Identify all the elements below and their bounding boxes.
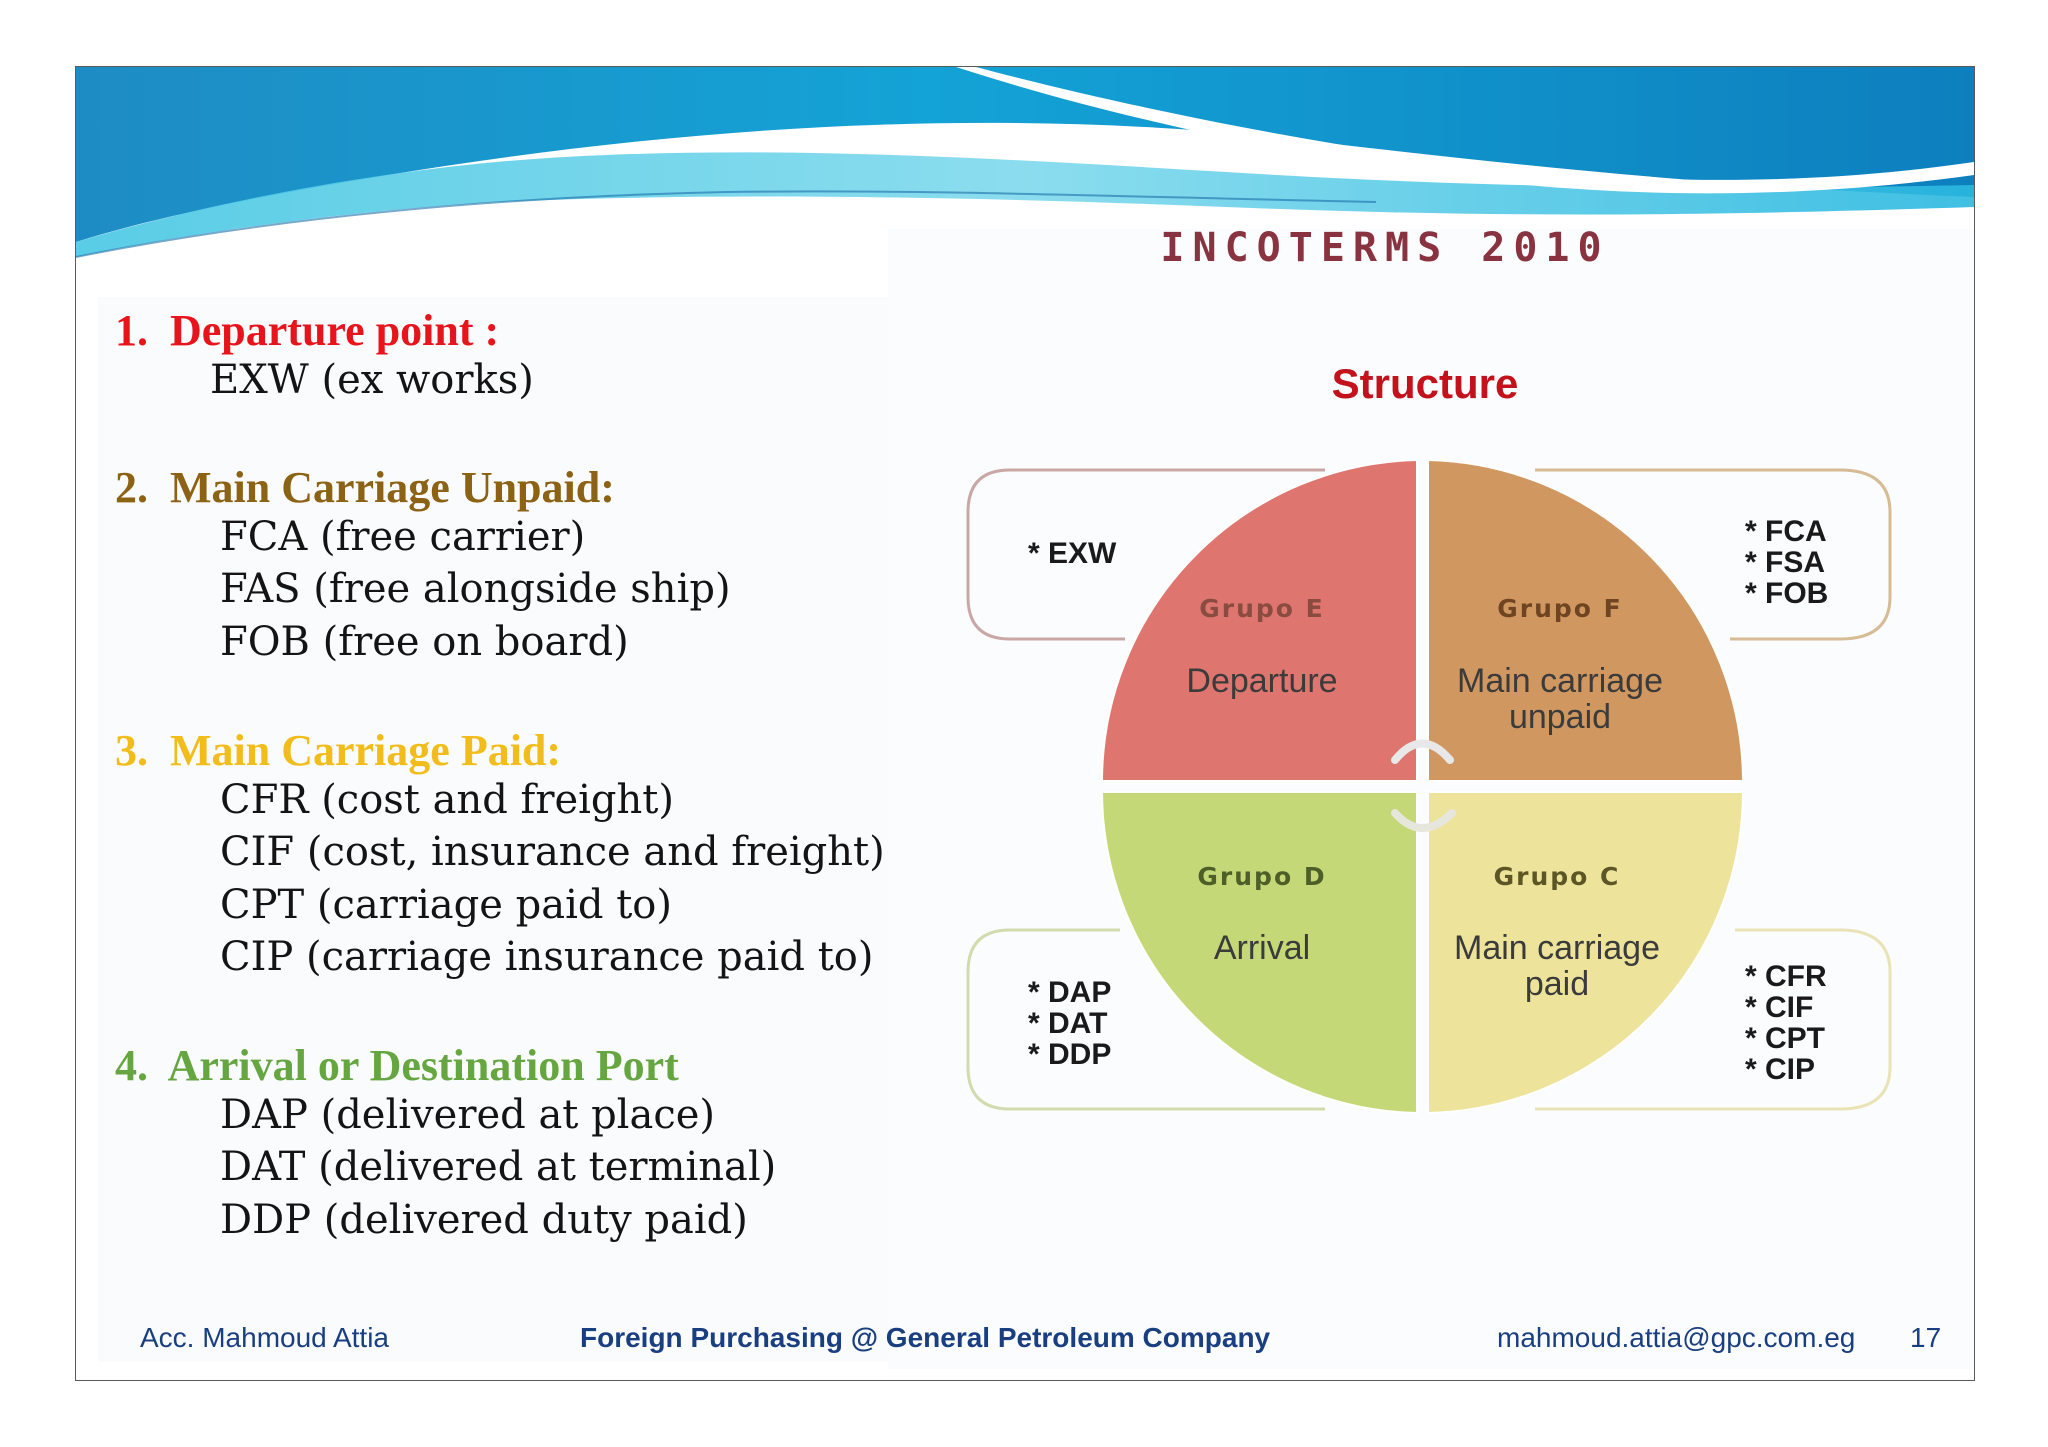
grupo-f-quadrant [1427, 458, 1745, 782]
section-3-heading: Main Carriage Paid: [170, 726, 562, 775]
grupo-e-terms-frame [966, 468, 1325, 641]
footer-author: Acc. Mahmoud Attia [140, 1322, 390, 1353]
section-1-number: 1. [115, 306, 148, 355]
page-number: 17 [1910, 1322, 1942, 1353]
grupo-c-quadrant [1427, 791, 1745, 1115]
section-4-heading: Arrival or Destination Port [167, 1041, 679, 1090]
list-item: DAT (delivered at terminal) [220, 1144, 777, 1190]
diagram-subtitle: Structure [1331, 360, 1519, 407]
grupo-d-term: * DDP [1028, 1038, 1111, 1071]
grupo-f-term: * FSA [1745, 546, 1825, 579]
section-2-heading: Main Carriage Unpaid: [170, 463, 615, 512]
grupo-c-term: * CPT [1745, 1022, 1825, 1055]
grupo-f-title: Grupo F [1497, 594, 1623, 623]
incoterms-structure-diagram: Grupo E Departure Grupo F Main carriage … [966, 458, 1892, 1115]
list-panel [98, 297, 898, 1362]
section-3-number: 3. [115, 726, 148, 775]
grupo-e-term: * EXW [1028, 537, 1117, 570]
section-4-number: 4. [115, 1041, 148, 1090]
grupo-d-title: Grupo D [1197, 862, 1326, 891]
footer-email: mahmoud.attia@gpc.com.eg [1497, 1322, 1856, 1353]
list-item: FAS (free alongside ship) [220, 566, 731, 612]
grupo-c-term: * CFR [1745, 960, 1827, 993]
list-item: FOB (free on board) [220, 619, 629, 665]
list-item: EXW (ex works) [210, 357, 534, 403]
grupo-c-title: Grupo C [1494, 862, 1621, 891]
grupo-d-term: * DAP [1028, 976, 1111, 1009]
grupo-d-terms-frame [966, 928, 1325, 1111]
list-item: DDP (delivered duty paid) [220, 1197, 748, 1243]
grupo-c-label-line1: Main carriage [1454, 929, 1660, 967]
list-item: DAP (delivered at place) [220, 1092, 715, 1138]
grupo-c-term: * CIP [1745, 1053, 1815, 1086]
section-2-title: 2. Main Carriage Unpaid: [115, 462, 615, 513]
list-item: CIF (cost, insurance and freight) [220, 829, 885, 875]
section-2-number: 2. [115, 463, 148, 512]
grupo-f-term: * FCA [1745, 515, 1827, 548]
grupo-f-label-line2: unpaid [1509, 698, 1611, 736]
grupo-f-terms-frame [1535, 468, 1892, 641]
list-item: FCA (free carrier) [220, 514, 586, 560]
grupo-d-term: * DAT [1028, 1007, 1107, 1040]
list-item: CFR (cost and freight) [220, 777, 674, 823]
grupo-c-term: * CIF [1745, 991, 1813, 1024]
grupo-c-terms-frame [1535, 928, 1892, 1111]
header-wave-banner [76, 67, 1974, 258]
section-1-title: 1. Departure point : [115, 305, 499, 356]
diagram-title: INCOTERMS 2010 [1160, 225, 1610, 271]
grupo-e-title: Grupo E [1199, 594, 1325, 623]
list-item: CIP (carriage insurance paid to) [220, 934, 874, 980]
section-3-title: 3. Main Carriage Paid: [115, 725, 561, 776]
section-4-title: 4. Arrival or Destination Port [115, 1040, 679, 1091]
footer-center: Foreign Purchasing @ General Petroleum C… [580, 1322, 1271, 1353]
list-item: CPT (carriage paid to) [220, 882, 672, 928]
grupo-c-label-line2: paid [1525, 965, 1589, 1003]
grupo-d-label: Arrival [1214, 929, 1310, 967]
section-1-heading: Departure point : [170, 306, 500, 355]
grupo-f-label-line1: Main carriage [1457, 662, 1663, 700]
grupo-f-term: * FOB [1745, 577, 1828, 610]
cycle-arrow-top-icon [1391, 739, 1454, 764]
grupo-d-quadrant [1100, 791, 1418, 1115]
grupo-e-quadrant [1100, 458, 1418, 782]
grupo-e-label: Departure [1186, 662, 1337, 700]
cycle-arrow-bottom-icon [1391, 809, 1456, 832]
